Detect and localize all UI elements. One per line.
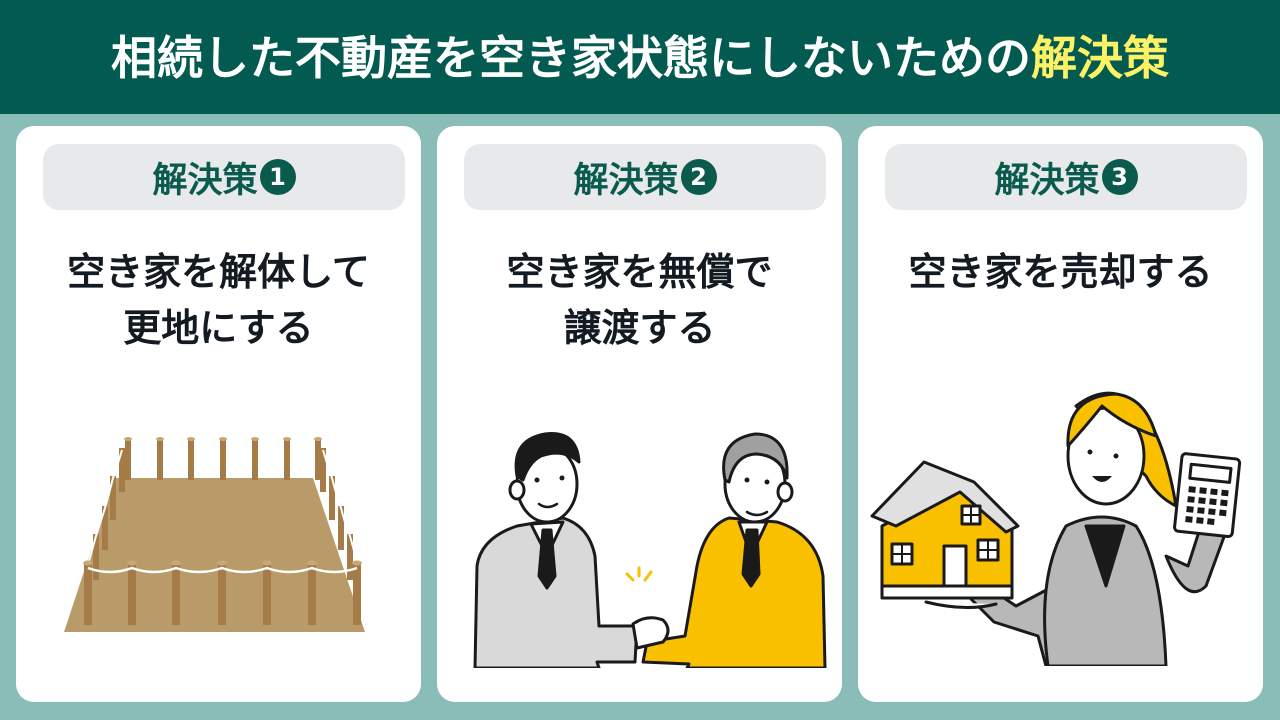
- solution-label-text: 解決策: [573, 160, 679, 201]
- description-line: 譲渡する: [563, 306, 716, 350]
- description-line: 空き家を売却する: [908, 250, 1213, 294]
- solution-label-2: 解決策 2: [464, 144, 826, 210]
- vacant-lot-icon: [64, 437, 365, 632]
- solution-card-2: 解決策 2 空き家を無償で 譲渡する: [437, 126, 842, 702]
- realtor-with-house-icon: [870, 391, 1242, 666]
- title-main: 相続した不動産を空き家状態にしないための: [111, 31, 1031, 85]
- solution-card-1: 解決策 1 空き家を解体して 更地にする: [16, 126, 421, 702]
- number-badge: 1: [259, 159, 296, 195]
- description-line: 更地にする: [123, 306, 314, 350]
- solution-label-text: 解決策: [994, 160, 1100, 201]
- solution-description-1: 空き家を解体して 更地にする: [16, 244, 421, 356]
- solution-card-3: 解決策 3 空き家を売却する: [858, 126, 1263, 702]
- solution-label-3: 解決策 3: [885, 144, 1247, 210]
- solution-description-2: 空き家を無償で 譲渡する: [437, 244, 842, 356]
- number-badge: 3: [1101, 159, 1138, 195]
- description-line: 空き家を解体して: [67, 250, 370, 294]
- solution-label-text: 解決策: [152, 160, 258, 201]
- header-banner: 相続した不動産を空き家状態にしないための解決策: [0, 0, 1280, 114]
- solution-label-1: 解決策 1: [43, 144, 405, 210]
- description-line: 空き家を無償で: [506, 250, 773, 294]
- handshake-icon: [473, 432, 827, 668]
- solution-description-3: 空き家を売却する: [858, 244, 1263, 300]
- page-title: 相続した不動産を空き家状態にしないための解決策: [111, 22, 1169, 92]
- number-badge: 2: [680, 159, 717, 195]
- title-accent: 解決策: [1031, 31, 1169, 85]
